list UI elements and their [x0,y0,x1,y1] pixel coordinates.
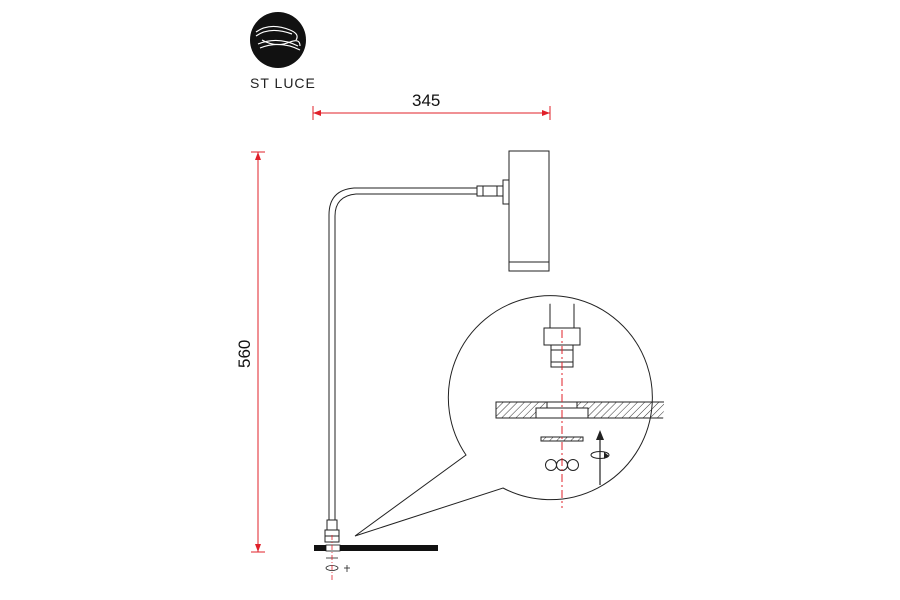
base-connector [326,519,338,531]
mounting-surface [314,544,438,552]
width-label: 345 [412,91,440,110]
brand-name: ST LUCE [250,75,316,91]
logo-s-mark [255,25,301,51]
rotate-icon [590,451,610,459]
detail-callout [354,295,664,537]
width-dimension [312,106,551,120]
height-dimension [251,151,265,553]
lamp [324,150,550,543]
tighten-arrow-icon [596,430,604,485]
brand-logo: ST LUCE [250,12,316,91]
lamp-arm [328,187,477,520]
shade-bracket [502,179,510,205]
arm-joint [476,185,504,197]
small-fasteners [325,557,350,572]
lamp-shade [508,150,550,272]
height-label: 560 [235,340,254,368]
